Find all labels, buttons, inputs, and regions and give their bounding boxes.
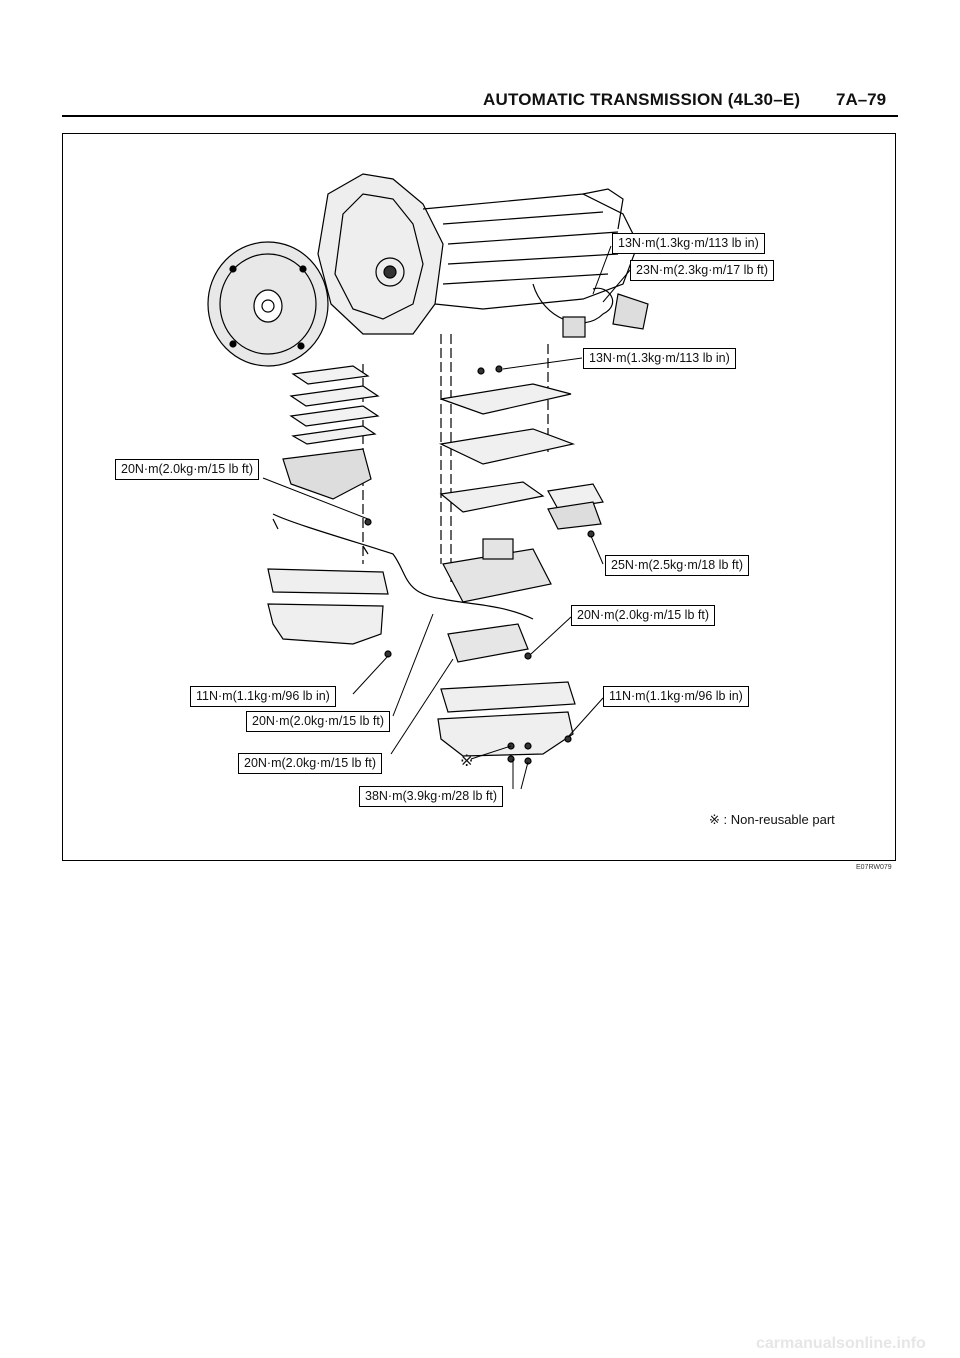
- nonreusable-mark: ※: [460, 753, 474, 770]
- torque-label-7: 11N·m(1.1kg·m/96 lb in): [190, 686, 336, 707]
- transmission-case-drawing: [317, 173, 649, 338]
- oil-filter-drawing: [447, 623, 529, 663]
- torque-label-5: 25N·m(2.5kg·m/18 lb ft): [605, 555, 749, 576]
- torque-label-9: 20N·m(2.0kg·m/15 lb ft): [246, 711, 390, 732]
- spacer-plates-drawing: [282, 365, 380, 500]
- page-header: AUTOMATIC TRANSMISSION (4L30–E) 7A–79: [0, 0, 960, 120]
- right-oil-pan-drawing: [437, 681, 576, 757]
- torque-label-8: 11N·m(1.1kg·m/96 lb in): [603, 686, 749, 707]
- transmission-illustration: [207, 173, 649, 790]
- valve-body-gaskets-drawing: [439, 383, 604, 530]
- exploded-diagram: 13N·m(1.3kg·m/113 lb in) 23N·m(2.3kg·m/1…: [62, 133, 896, 861]
- page-number: 7A–79: [836, 90, 887, 109]
- torque-label-2: 23N·m(2.3kg·m/17 lb ft): [630, 260, 774, 281]
- torque-label-6: 20N·m(2.0kg·m/15 lb ft): [571, 605, 715, 626]
- figure-id: E07RW079: [856, 864, 892, 871]
- watermark: carmanualsonline.info: [756, 1335, 926, 1352]
- page-title: AUTOMATIC TRANSMISSION (4L30–E): [483, 90, 801, 109]
- torque-converter-drawing: [207, 241, 329, 367]
- torque-label-4: 20N·m(2.0kg·m/15 lb ft): [115, 459, 259, 480]
- valve-body-drawing: [442, 538, 552, 603]
- alignment-lines: [362, 334, 549, 584]
- torque-label-3: 13N·m(1.3kg·m/113 lb in): [583, 348, 736, 369]
- torque-label-10: 20N·m(2.0kg·m/15 lb ft): [238, 753, 382, 774]
- torque-label-11: 38N·m(3.9kg·m/28 lb ft): [359, 786, 503, 807]
- left-oil-pan-drawing: [267, 568, 389, 645]
- torque-label-1: 13N·m(1.3kg·m/113 lb in): [612, 233, 765, 254]
- leader-lines: [262, 245, 632, 790]
- nonreusable-note: ※ : Non-reusable part: [709, 812, 835, 827]
- wiring-harness-drawing: [272, 513, 534, 620]
- header-rule: [62, 115, 898, 117]
